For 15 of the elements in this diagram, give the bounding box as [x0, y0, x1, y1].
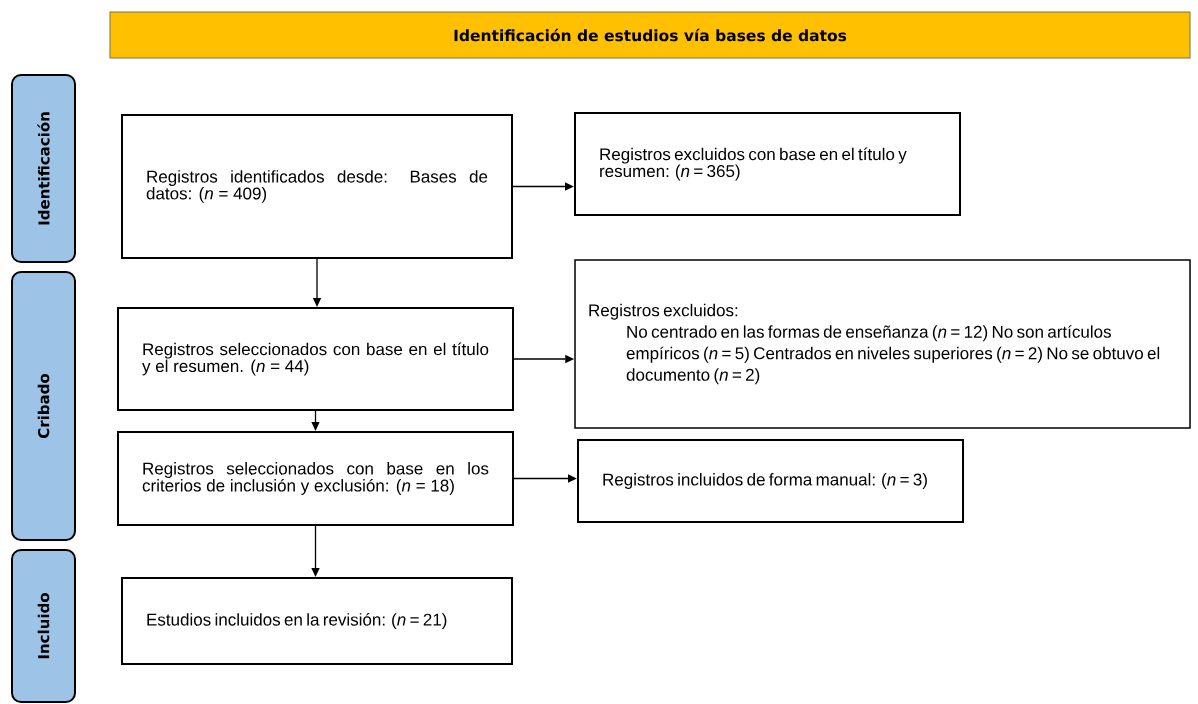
stage-label: Cribado	[11, 271, 76, 541]
process-box: Registros incluidos de forma manual: (n = 3)	[577, 439, 964, 523]
arrow	[311, 410, 320, 431]
arrow	[513, 474, 577, 483]
exclusion-box: Registros excluidos con base en el título y resumen: (n = 365)	[574, 112, 961, 216]
arrow	[512, 182, 574, 191]
process-box: Registros seleccionados con base en los criterios de inclusión y exclusión: (n = 18)	[117, 431, 514, 526]
stage-label: Incluido	[11, 549, 76, 703]
process-box: Registros identificados desde: Bases de datos: (n = 409)	[121, 114, 513, 259]
stage-label: Identificación	[11, 74, 76, 263]
process-box: Registros seleccionados con base en el título y el resumen. (n = 44)	[117, 307, 514, 411]
exclusion-box: Registros excluidos: No centrado en las formas de enseñanza (n = 12) No son artículos empíricos (n = 5) Centrados en niveles superiores (n = 2) No se obtuvo el documento (n = 2)	[574, 259, 1191, 429]
process-box: Estudios incluidos en la revisión: (n = 21)	[121, 577, 513, 665]
title-band: Identificación de estudios vía bases de datos	[109, 11, 1191, 59]
arrow	[311, 525, 320, 577]
